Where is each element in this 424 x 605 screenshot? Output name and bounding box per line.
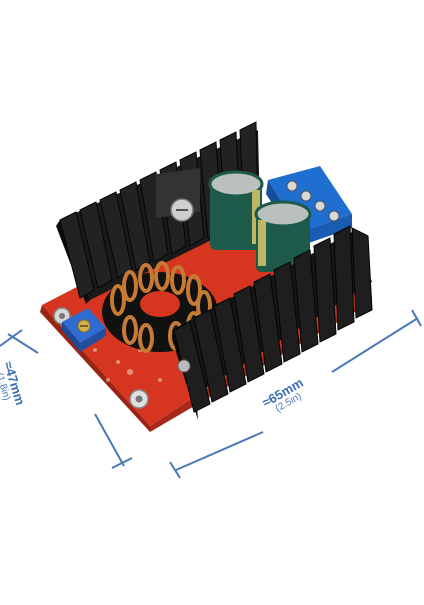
capacitor [208,170,264,250]
capacitor [254,200,312,272]
width-dimension-line [169,309,422,479]
height-dimension-line [0,329,133,469]
right-heatsink [172,225,373,420]
mosfet [156,167,200,222]
trimmer-potentiometer [62,308,106,352]
